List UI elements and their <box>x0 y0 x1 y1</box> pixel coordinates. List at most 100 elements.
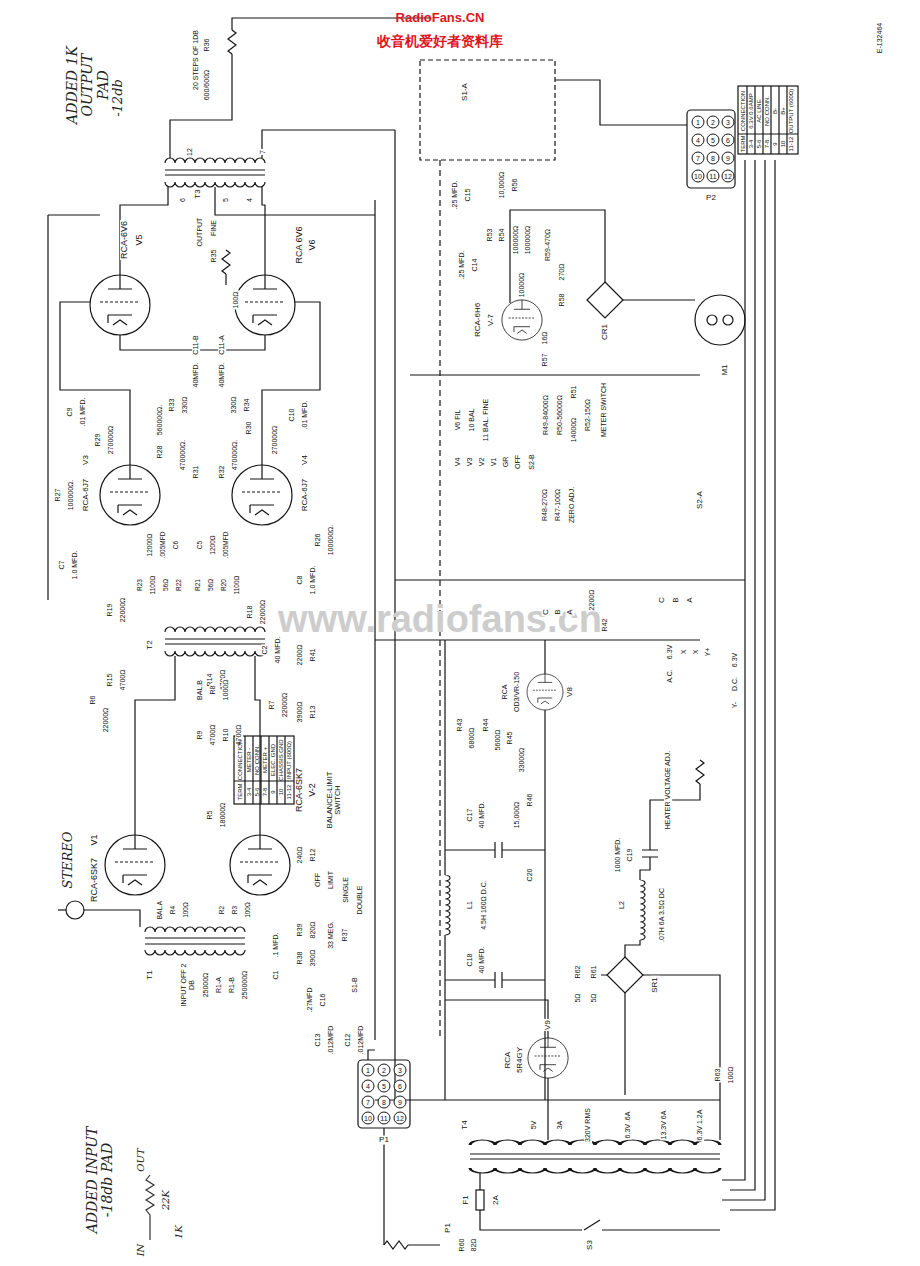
vacuum-tube <box>527 674 563 710</box>
wire <box>395 375 745 580</box>
component-label: R34 <box>243 398 251 413</box>
component-label: 40MFD. <box>218 362 226 389</box>
table-cell: CHASSIS GND <box>278 738 285 781</box>
bridge-rectifier <box>607 957 643 993</box>
component-label: 10 BAL <box>468 408 476 433</box>
component-label: .005MFD <box>222 531 229 560</box>
component-label: GR <box>502 456 510 469</box>
component-label: V4 <box>301 454 310 466</box>
component-label: R51 <box>570 385 578 400</box>
table-grid <box>234 736 294 804</box>
pin-number: 7 <box>362 1096 375 1109</box>
component-label: .012MFD <box>357 1025 365 1056</box>
table-grid <box>738 86 798 154</box>
component-label: 5V <box>530 1120 538 1131</box>
transformer-coil <box>165 158 265 163</box>
component-label: V4 <box>454 457 462 468</box>
component-label: SINGLE <box>342 876 350 904</box>
pin-number: 10 <box>692 170 705 183</box>
component-label: R42 <box>601 618 609 633</box>
component-label: R52-150Ω <box>584 398 592 432</box>
component-label: 270000Ω <box>107 425 115 456</box>
handwritten-note: STEREO <box>61 830 75 889</box>
table-grid <box>234 86 798 804</box>
component-label: R47-100Ω <box>554 488 562 522</box>
pin-number: 11 <box>707 170 720 183</box>
component-label: L1 <box>466 900 474 910</box>
component-label: 82Ω <box>470 1237 478 1252</box>
pin-number: 3 <box>394 1064 407 1077</box>
table-cell: 10 <box>780 140 787 149</box>
table-cell: ELEC. GND <box>270 743 277 777</box>
resistor-symbol <box>228 30 236 54</box>
meter-symbol <box>695 295 745 345</box>
component-label: 25000Ω <box>202 972 210 999</box>
component-label: R41 <box>309 648 317 663</box>
component-label: C12 <box>344 1033 352 1048</box>
component-label: FINE <box>210 219 218 237</box>
component-label: R12 <box>309 848 317 863</box>
component-label: R8 <box>209 685 217 696</box>
component-label: R46 <box>526 793 534 808</box>
component-label: .012MFD <box>327 1025 335 1056</box>
connector-outline <box>358 1060 410 1128</box>
component-label: R1-A <box>215 976 223 994</box>
wire <box>225 274 226 285</box>
component-label: 2200Ω <box>296 644 304 667</box>
switch-linkage <box>420 60 555 1040</box>
component-label: 4700Ω <box>209 724 217 747</box>
table-cell: CONNECTION <box>237 739 244 781</box>
component-label: T3 <box>194 188 203 199</box>
table-cell: 7-8 <box>764 139 771 150</box>
component-label: V5 <box>135 233 145 246</box>
table-cell: NO CONN. <box>254 744 261 776</box>
table-cell: AC LINE <box>756 98 763 123</box>
component-label: 100000Ω. <box>327 524 335 557</box>
wire <box>262 302 320 465</box>
transformer-coil <box>165 639 265 644</box>
component-label: 40MFD. <box>192 362 200 389</box>
input-jack <box>66 901 84 919</box>
component-label: R18 <box>246 605 254 620</box>
component-label: 4700Ω <box>119 669 127 692</box>
component-label: C18 <box>466 953 474 968</box>
component-label: RCA <box>501 684 509 701</box>
table-cell: 5-6 <box>756 139 763 150</box>
table-grid <box>234 736 294 804</box>
resistor-symbol <box>384 1241 408 1249</box>
component-label: OFF <box>514 454 522 470</box>
component-label: .25 MFD. <box>458 250 466 281</box>
brand-header: 收音机爱好者资料库 <box>376 34 504 49</box>
handwritten-note: 1K <box>173 1224 184 1240</box>
transformer-coil <box>470 1168 720 1173</box>
component-label: C20 <box>526 868 534 883</box>
component-label: 6.3V <box>731 652 739 668</box>
component-label: C16 <box>319 993 327 1008</box>
component-label: V1 <box>490 457 498 468</box>
component-label: .1 MFD. <box>272 932 280 959</box>
component-label: 470000Ω. <box>179 439 187 472</box>
component-label: INPUT OFF 2 DB <box>180 959 195 1011</box>
table-cell: METER - <box>246 747 253 774</box>
pin-number: 8 <box>378 1096 391 1109</box>
component-label: C14 <box>471 258 479 273</box>
wire <box>476 1190 484 1210</box>
table-cell: B+ <box>780 106 787 116</box>
component-label: 15,000Ω <box>513 801 521 830</box>
component-label: R31 <box>192 465 200 480</box>
component-label: V-2 <box>308 782 318 798</box>
table-cell: 3-4 <box>246 787 253 798</box>
component-label: 1000Ω <box>222 679 230 702</box>
component-label: R36 <box>203 38 211 53</box>
component-label: R49-84000Ω <box>542 394 550 436</box>
component-label: P2 <box>705 194 717 203</box>
component-label: R6 <box>89 695 97 706</box>
component-label: V9 <box>544 1019 553 1031</box>
component-label: R37 <box>341 928 349 943</box>
component-label: C10 <box>288 408 296 423</box>
component-label: OUTPUT <box>196 217 204 248</box>
component-label: C2 <box>261 645 269 656</box>
component-label: 1.0 MFD. <box>71 550 79 581</box>
component-label: R4 <box>169 905 176 915</box>
vacuum-tube <box>230 835 290 895</box>
